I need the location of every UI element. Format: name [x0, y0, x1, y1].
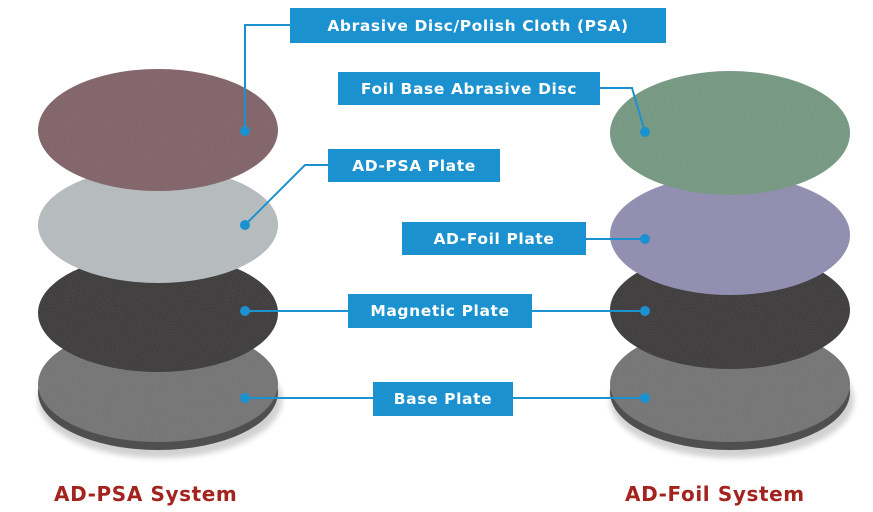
right-ad-foil-plate	[610, 175, 850, 295]
label-ad-psa-plate: AD-PSA Plate	[328, 149, 500, 182]
caption-ad-psa-system: AD-PSA System	[54, 482, 238, 506]
left-ad-psa-plate	[38, 167, 278, 283]
right-foil-disc	[610, 71, 850, 195]
left-disc-stack	[38, 69, 282, 458]
leader-lines	[244, 24, 646, 399]
leader-dots	[240, 126, 650, 403]
leader-abrasive-disc	[244, 24, 290, 131]
leader-foil-disc	[600, 87, 646, 133]
left-magnetic-plate	[38, 254, 278, 372]
leader-ad-psa-plate	[244, 164, 328, 226]
label-magnetic-plate: Magnetic Plate	[348, 294, 532, 328]
label-abrasive-disc: Abrasive Disc/Polish Cloth (PSA)	[290, 8, 666, 43]
label-ad-foil-plate: AD-Foil Plate	[402, 222, 586, 255]
label-base-plate: Base Plate	[373, 382, 513, 416]
label-foil-disc: Foil Base Abrasive Disc	[338, 72, 600, 105]
left-abrasive-disc	[38, 69, 278, 191]
right-disc-stack	[610, 71, 854, 458]
caption-ad-foil-system: AD-Foil System	[625, 482, 805, 506]
